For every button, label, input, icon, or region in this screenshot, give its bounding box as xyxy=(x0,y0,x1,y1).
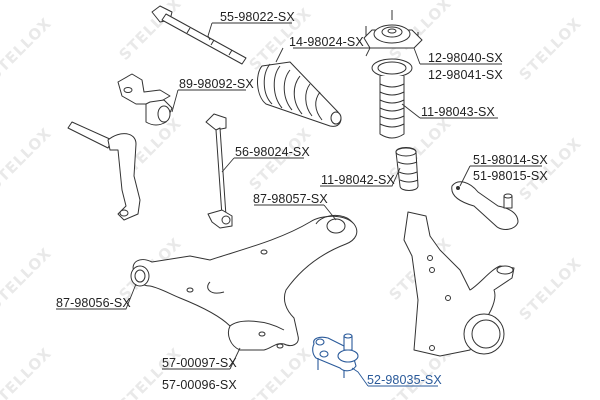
strut-mount-part xyxy=(363,10,423,49)
part-label-stabilizer-bushing: 89-98092-SX xyxy=(179,77,254,91)
part-label-steering-boot: 14-98024-SX xyxy=(289,35,364,49)
part-label-ball-joint: 52-98035-SX xyxy=(367,373,442,387)
bump-stop-part xyxy=(395,147,419,191)
inner-tie-rod-part xyxy=(151,5,247,65)
part-label-stabilizer-link: 56-98024-SX xyxy=(235,145,310,159)
part-label-strut-mount-b: 12-98041-SX xyxy=(428,68,503,82)
part-label-inner-tie-rod: 55-98022-SX xyxy=(220,10,295,24)
control-arm-part xyxy=(130,215,358,351)
part-label-tie-rod-end-a: 51-98014-SX xyxy=(473,153,548,167)
ball-joint-part xyxy=(312,333,359,378)
stabilizer-link-part xyxy=(205,113,233,229)
part-label-control-arm-a: 57-00097-SX xyxy=(162,356,237,370)
stabilizer-bar-part xyxy=(67,121,141,221)
steering-knuckle-part xyxy=(403,211,515,357)
steering-boot-part xyxy=(257,61,342,127)
stabilizer-bushing-part xyxy=(117,73,173,126)
part-label-front-bushing: 87-98056-SX xyxy=(56,296,131,310)
part-label-dust-boot: 11-98043-SX xyxy=(421,105,495,119)
tie-rod-end-part xyxy=(451,181,519,230)
part-label-bump-stop: 11-98042-SX xyxy=(321,173,395,187)
part-label-rear-bushing: 87-98057-SX xyxy=(253,192,328,206)
part-label-tie-rod-end-b: 51-98015-SX xyxy=(473,169,548,183)
part-label-control-arm-b: 57-00096-SX xyxy=(162,378,237,392)
dust-boot-part xyxy=(371,58,413,139)
part-label-strut-mount-a: 12-98040-SX xyxy=(428,51,503,65)
